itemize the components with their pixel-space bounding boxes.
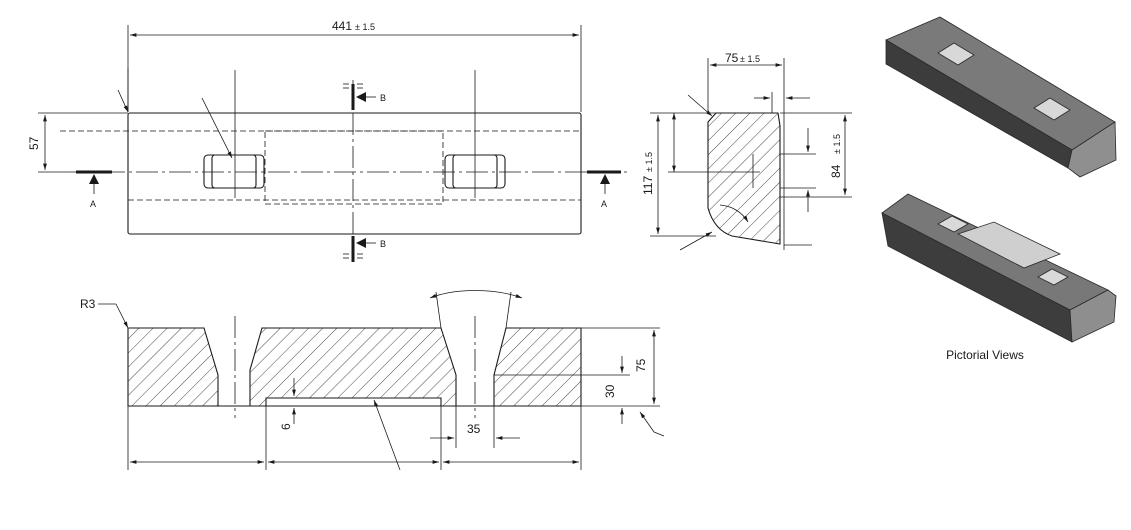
- pictorial-view-bottom: [881, 193, 1117, 343]
- dim-75w-value: 75: [725, 51, 739, 65]
- pictorial-view-top: [885, 16, 1117, 178]
- section-a-right-arrow: [600, 174, 610, 184]
- radius-label: R3: [80, 297, 96, 311]
- plan-view: 441 ± 1.5 57 A A: [27, 19, 630, 262]
- dim-30-value: 30: [603, 384, 617, 398]
- radius-leader: [115, 303, 129, 329]
- dim-117-tol: ± 1.5: [644, 152, 654, 172]
- section-b-bottom-label: B: [380, 239, 386, 249]
- iso1-slot-1: [937, 42, 975, 66]
- dim-84-value: 84: [829, 164, 843, 178]
- angle-arc: [719, 204, 749, 223]
- dim-84-tol: ± 1.5: [832, 134, 842, 154]
- leader-bottom-left: [679, 231, 713, 251]
- section-b-bottom-arrow: [356, 238, 366, 248]
- section-a-left-label: A: [90, 199, 96, 209]
- bottom-right-leader-tail: [653, 431, 665, 437]
- dim-117-value: 117: [641, 176, 655, 195]
- angle-ext-left: [435, 291, 442, 329]
- bottom-right-leader: [639, 411, 655, 433]
- section-piece-left: [127, 327, 219, 407]
- section-b-top-arrow: [356, 92, 366, 102]
- iso2-end-face: [1069, 289, 1117, 343]
- top-angle-arc: [429, 290, 523, 299]
- section-piece-middle: [249, 327, 457, 407]
- section-a-left-arrow: [89, 174, 99, 184]
- slot-left-inner: [211, 154, 257, 189]
- dim-441-value: 441: [332, 19, 352, 33]
- dim-75h-value: 75: [634, 358, 648, 372]
- hidden-pocket: [264, 130, 444, 205]
- iso1-slot-2: [1033, 97, 1071, 121]
- iso2-slot-1: [937, 215, 969, 233]
- iso1-end-face: [1067, 121, 1117, 178]
- slot-left-outer: [203, 154, 265, 189]
- plan-outline: [127, 112, 582, 235]
- section-a-right-label: A: [601, 199, 607, 209]
- end-section-shape: [707, 112, 781, 245]
- pictorial-views-caption: Pictorial Views: [946, 348, 1024, 362]
- dim-6-value: 6: [279, 423, 293, 430]
- slot-right-inner: [452, 154, 498, 189]
- front-section-view: R3 75 30 6 35: [80, 290, 665, 471]
- leader-top-left: [687, 94, 713, 117]
- end-section-view: 75 ± 1.5 117 ± 1.5 84 ± 1.5: [641, 51, 852, 251]
- pocket-leader: [373, 399, 401, 471]
- iso2-recess: [956, 221, 1061, 269]
- dim-35-value: 35: [467, 422, 481, 436]
- dim-75w-tol: ± 1.5: [740, 54, 760, 64]
- section-piece-right: [493, 327, 582, 407]
- leader-slot: [201, 97, 233, 159]
- angle-ext-right: [505, 291, 512, 329]
- dim-441-tol: ± 1.5: [355, 22, 375, 32]
- dim-57-value: 57: [27, 136, 41, 150]
- iso2-slot-2: [1037, 268, 1069, 286]
- section-b-top-label: B: [380, 93, 386, 103]
- leader-corner: [117, 89, 129, 113]
